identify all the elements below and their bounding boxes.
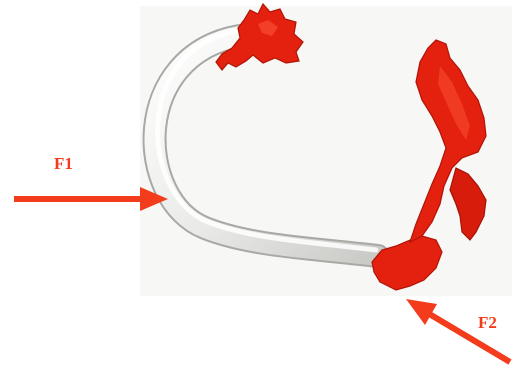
f2-arrow-head — [406, 299, 437, 325]
f2-arrow-shaft — [426, 312, 510, 362]
arrow-right-icon — [14, 187, 168, 211]
force-label-f1: F1 — [54, 155, 73, 172]
force-label-f2: F2 — [478, 314, 497, 331]
